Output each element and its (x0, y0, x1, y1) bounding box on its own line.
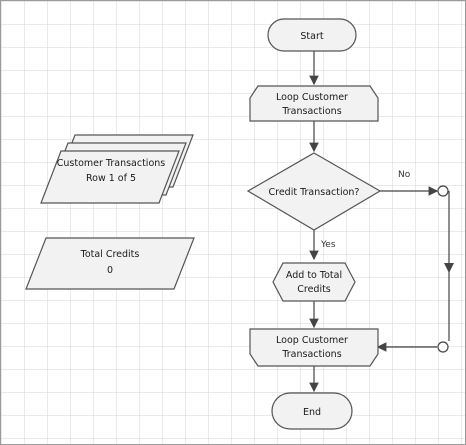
node-add-total[interactable]: Add to Total Credits (272, 262, 356, 302)
node-loop-begin[interactable]: Loop Customer Transactions (249, 85, 379, 122)
junction-top (437, 185, 449, 197)
end-shape (271, 392, 353, 430)
start-label: Start (300, 31, 323, 42)
variable-customer-transactions[interactable]: Customer Transactions Row 1 of 5 (40, 134, 194, 204)
loop-end-shape (249, 328, 379, 367)
loop-begin-label-line2: Transactions (281, 106, 341, 117)
add-total-label-line1: Add to Total (286, 270, 342, 281)
end-label: End (303, 407, 321, 418)
transactions-label-line2: Row 1 of 5 (86, 173, 136, 184)
loop-end-label-line2: Transactions (281, 349, 341, 360)
edge-label-no: No (398, 170, 411, 180)
total-credits-shape (25, 237, 195, 290)
edge-no-branch-arrowhead (444, 263, 454, 273)
transactions-shape-front (40, 150, 180, 204)
node-decision[interactable]: Credit Transaction? (246, 152, 382, 231)
node-start[interactable]: Start (267, 18, 357, 52)
decision-shape (246, 152, 382, 231)
add-total-label-line2: Credits (297, 284, 331, 295)
transactions-label-line1: Customer Transactions (57, 158, 166, 169)
loop-end-label-line1: Loop Customer (276, 335, 348, 346)
add-total-shape (272, 262, 356, 302)
total-credits-value: 0 (107, 265, 113, 276)
start-shape (267, 18, 357, 52)
node-loop-end[interactable]: Loop Customer Transactions (249, 328, 379, 367)
edge-label-yes: Yes (320, 240, 336, 250)
junction-bottom (437, 341, 449, 353)
loop-begin-shape (249, 85, 379, 122)
total-credits-label: Total Credits (80, 249, 140, 260)
decision-label: Credit Transaction? (269, 187, 360, 198)
loop-begin-label-line1: Loop Customer (276, 92, 348, 103)
variable-total-credits[interactable]: Total Credits 0 (25, 237, 195, 290)
node-end[interactable]: End (271, 392, 353, 430)
